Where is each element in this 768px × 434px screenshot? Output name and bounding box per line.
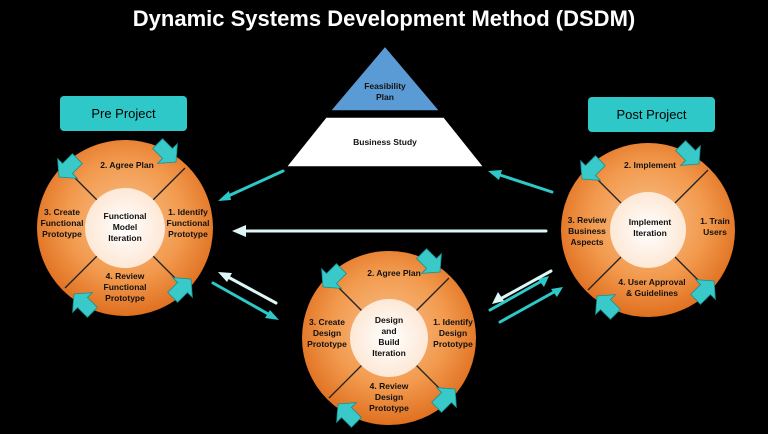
arrow-design-to-functional <box>226 275 278 305</box>
pre-project-tag: Pre Project <box>60 96 187 131</box>
design-right-1: 1. Identify <box>433 317 473 327</box>
implement-left-3: Aspects <box>570 237 603 247</box>
implement-left-2: Business <box>568 226 606 236</box>
implement-right-2: Users <box>703 227 727 237</box>
implement-center-2: Iteration <box>633 228 667 238</box>
functional-left-1: 3. Create <box>44 207 80 217</box>
cycle-functional: Functional Model Iteration 2. Agree Plan… <box>37 133 213 323</box>
design-bottom-2: Design <box>375 392 403 402</box>
functional-right-3: Prototype <box>168 229 208 239</box>
functional-right-1: 1. Identify <box>168 207 208 217</box>
flow-arrows <box>211 169 563 324</box>
cycle-implement: Implement Iteration 2. Implement 1. Trai… <box>561 135 735 325</box>
pyramid-top-line-2: Plan <box>376 92 394 102</box>
implement-center-1: Implement <box>629 217 672 227</box>
functional-center-1: Functional <box>104 211 147 221</box>
arrow-implement-to-study <box>498 173 554 194</box>
functional-center <box>85 188 165 268</box>
design-bottom-1: 4. Review <box>370 381 409 391</box>
pyramid-middle-label: Business Study <box>353 137 417 147</box>
functional-right-2: Functional <box>167 218 210 228</box>
design-left-3: Prototype <box>307 339 347 349</box>
implement-top-1: 2. Implement <box>624 160 676 170</box>
implement-left-1: 3. Review <box>568 215 607 225</box>
design-left-2: Design <box>313 328 341 338</box>
functional-bottom-1: 4. Review <box>106 271 145 281</box>
design-center-3: Build <box>378 337 399 347</box>
functional-bottom-3: Prototype <box>105 293 145 303</box>
design-top-1: 2. Agree Plan <box>367 268 421 278</box>
arrow-design-to-implement-2 <box>498 290 556 324</box>
functional-left-2: Functional <box>41 218 84 228</box>
implement-right-1: 1. Train <box>700 216 730 226</box>
functional-center-2: Model <box>113 222 138 232</box>
arrow-implement-to-design <box>500 269 553 300</box>
functional-left-3: Prototype <box>42 229 82 239</box>
design-center <box>350 299 428 377</box>
arrow-functional-to-design <box>211 281 272 317</box>
pyramid-top-line-1: Feasibility <box>364 81 406 91</box>
implement-bottom-2: & Guidelines <box>626 288 678 298</box>
design-center-1: Design <box>375 315 403 325</box>
functional-top-1: 2. Agree Plan <box>100 160 154 170</box>
design-center-4: Iteration <box>372 348 406 358</box>
post-project-tag: Post Project <box>588 97 715 132</box>
arrow-design-to-implement <box>488 280 542 312</box>
design-bottom-3: Prototype <box>369 403 409 413</box>
pyramid-business-study <box>284 116 486 168</box>
design-right-2: Design <box>439 328 467 338</box>
implement-center <box>610 192 686 268</box>
arrow-study-to-functional <box>224 169 285 199</box>
design-center-2: and <box>381 326 396 336</box>
page-title: Dynamic Systems Development Method (DSDM… <box>132 6 636 31</box>
phase-pyramid: Feasibility Plan Business Study <box>284 44 486 168</box>
pyramid-feasibility <box>328 44 442 112</box>
design-right-3: Prototype <box>433 339 473 349</box>
design-left-1: 3. Create <box>309 317 345 327</box>
functional-bottom-2: Functional <box>104 282 147 292</box>
implement-bottom-1: 4. User Approval <box>618 277 685 287</box>
functional-center-3: Iteration <box>108 233 142 243</box>
cycle-design: Design and Build Iteration 2. Agree Plan… <box>302 243 476 433</box>
